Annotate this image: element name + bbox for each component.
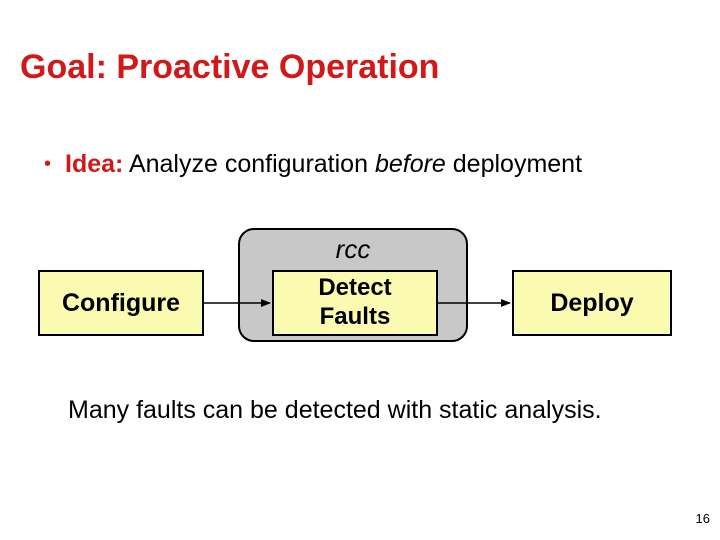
- bullet-dot-icon: •: [44, 153, 52, 175]
- deploy-box: Deploy: [512, 270, 672, 336]
- detect-label-line2: Faults: [319, 303, 391, 330]
- bullet-idea: • Idea: Analyze configuration before depl…: [44, 150, 582, 179]
- slide-title: Goal: Proactive Operation: [20, 48, 440, 86]
- detect-faults-label: Detect Faults: [318, 274, 391, 332]
- bullet-emphasis: before: [374, 150, 446, 178]
- bullet-text-before: Analyze configuration: [123, 150, 375, 178]
- detect-label-line1: Detect: [318, 274, 392, 302]
- bullet-text-after: deployment: [445, 150, 583, 178]
- deploy-label: Deploy: [550, 289, 634, 317]
- idea-label: Idea:: [65, 150, 124, 178]
- caption-text: Many faults can be detected with static …: [68, 396, 602, 424]
- configure-box: Configure: [38, 270, 204, 336]
- detect-faults-box: Detect Faults: [272, 270, 438, 336]
- configure-label: Configure: [61, 289, 181, 317]
- rcc-label: rcc: [335, 234, 371, 264]
- page-number: 16: [695, 511, 710, 526]
